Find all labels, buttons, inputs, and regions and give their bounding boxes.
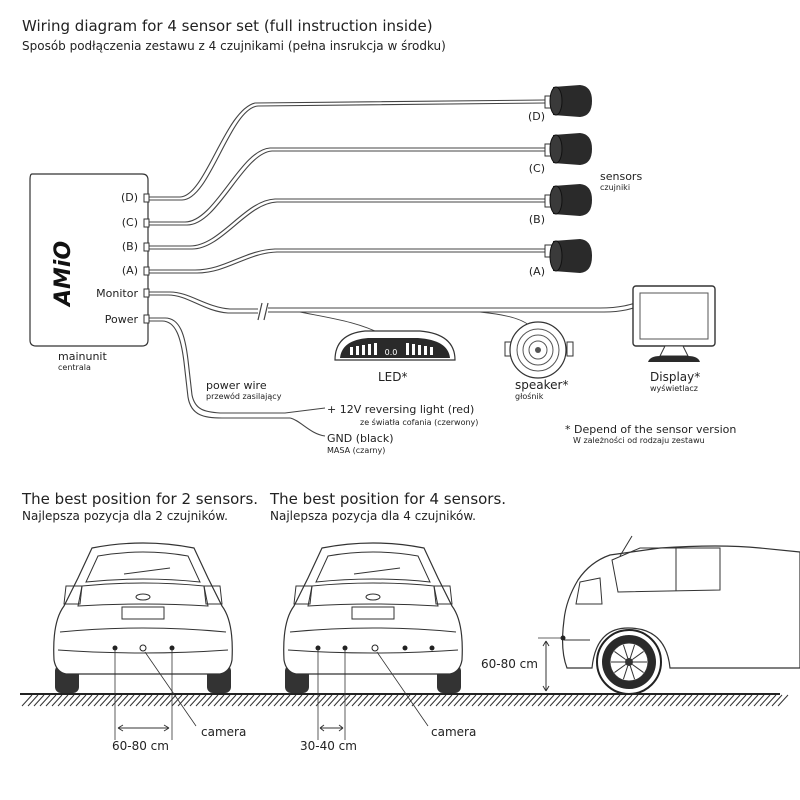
led-display: 0.0 — [334, 330, 456, 361]
gnd-label-pl: MASA (czarny) — [327, 446, 385, 455]
footnote-pl: W zależności od rodzaju zestawu — [573, 435, 705, 445]
height-label: 60-80 cm — [481, 657, 538, 671]
power-wire-cable — [146, 317, 326, 437]
diagram-subtitle: Sposób podłączenia zestawu z 4 czujnikam… — [22, 39, 446, 53]
sensors-label-pl: czujniki — [600, 183, 630, 192]
sensor-c — [544, 133, 592, 165]
speaker-label-pl: głośnik — [515, 391, 544, 401]
camera-dot — [371, 644, 379, 652]
gnd-label: GND (black) — [327, 432, 394, 445]
port-power-label: Power — [105, 313, 139, 326]
diagram-title: Wiring diagram for 4 sensor set (full in… — [22, 17, 433, 35]
power-wire-label: power wire — [206, 379, 267, 392]
mainunit-label-pl: centrala — [58, 363, 91, 372]
port-monitor-label: Monitor — [96, 287, 138, 300]
footnote: * Depend of the sensor version — [565, 423, 736, 436]
sensor-dot — [429, 645, 435, 651]
camera-leader — [376, 651, 429, 727]
sensor-wires — [146, 99, 546, 274]
sensor-a — [544, 239, 592, 273]
reversing-light-label-pl: ze światła cofania (czerwony) — [360, 417, 478, 427]
height-arrow — [542, 640, 550, 692]
display-label-pl: wyświetlacz — [650, 383, 698, 393]
dimension-arrow — [117, 724, 170, 732]
sensor-d — [544, 85, 592, 117]
ground — [20, 693, 789, 707]
led-label: LED* — [378, 370, 408, 384]
mainunit-label: mainunit — [58, 350, 107, 363]
distance-label-2: 60-80 cm — [112, 739, 169, 753]
sensor-b-label: (B) — [529, 213, 545, 226]
mainunit-box: AMiO (D) (C) (B) (A) Monitor Power — [29, 173, 150, 347]
display-monitor-icon — [632, 285, 716, 362]
port-a-label: (A) — [122, 264, 138, 277]
sensor-dot — [402, 645, 408, 651]
distance-label-4: 30-40 cm — [300, 739, 357, 753]
position-2-title-pl: Najlepsza pozycja dla 2 czujników. — [22, 509, 228, 523]
sensor-a-label: (A) — [529, 265, 545, 278]
monitor-wire — [146, 291, 646, 337]
dimension-arrow — [319, 724, 344, 732]
position-4-title: The best position for 4 sensors. — [269, 490, 506, 508]
car-rear-4-sensors — [283, 542, 463, 693]
port-b-label: (B) — [122, 240, 138, 253]
sensor-c-label: (C) — [529, 162, 545, 175]
camera-label-2: camera — [201, 725, 246, 739]
camera-label-4: camera — [431, 725, 476, 739]
sensors-label: sensors — [600, 170, 642, 183]
car-side-view — [561, 535, 800, 695]
sensor-b — [544, 184, 592, 216]
display-label: Display* — [650, 370, 700, 384]
car-rear-2-sensors — [53, 542, 233, 693]
led-readout: 0.0 — [385, 348, 398, 357]
position-4-title-pl: Najlepsza pozycja dla 4 czujników. — [270, 509, 476, 523]
amio-logo: AMiO — [51, 241, 76, 308]
port-d-label: (D) — [121, 191, 138, 204]
position-2-title: The best position for 2 sensors. — [21, 490, 258, 508]
sensor-d-label: (D) — [528, 110, 545, 123]
power-wire-label-pl: przewód zasilający — [206, 391, 282, 401]
sensor-dot — [560, 635, 566, 641]
port-c-label: (C) — [122, 216, 138, 229]
reversing-light-label: + 12V reversing light (red) — [327, 403, 474, 416]
camera-leader — [144, 651, 197, 727]
camera-dot — [139, 644, 147, 652]
speaker-label: speaker* — [515, 378, 568, 392]
speaker-icon — [504, 321, 574, 379]
